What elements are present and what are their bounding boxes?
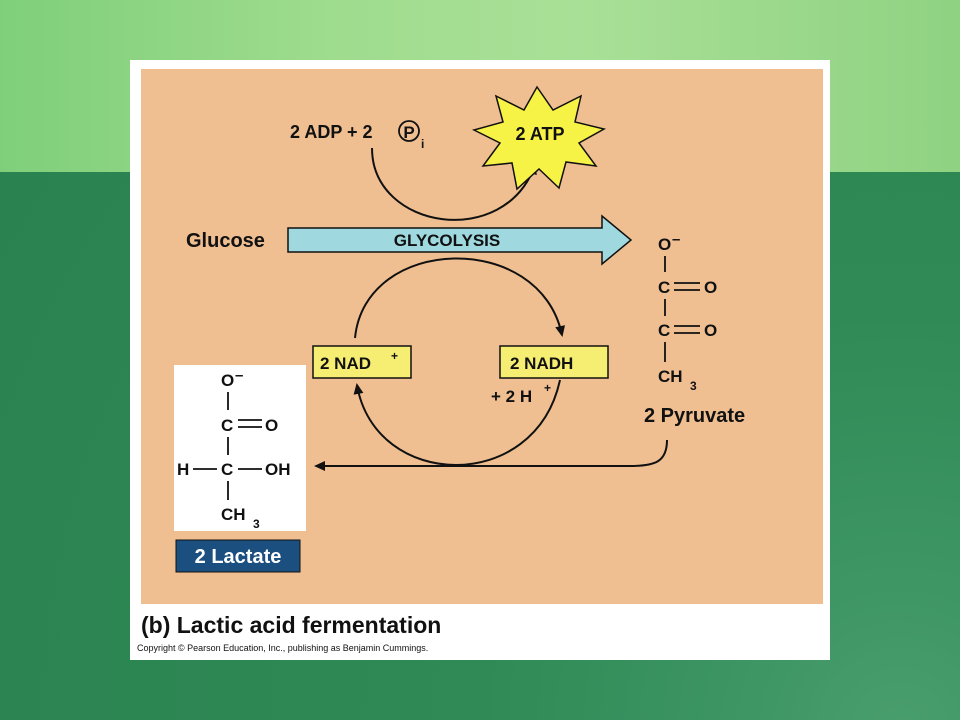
phosphate-circle-icon [398,120,420,142]
glucose-label: Glucose [186,230,265,252]
pyruvate-ch3-subscript: 3 [690,379,697,393]
pyruvate-c2-o: O [704,321,717,340]
atp-label: 2 ATP [515,124,564,144]
nad-label: 2 NAD [320,354,371,373]
lactate-ch3: CH [221,505,246,524]
glycolysis-arrow [287,214,633,266]
pyruvate-structure: O – C O C O CH 3 [658,231,717,393]
pyruvate-ch3: CH [658,367,683,386]
pyruvate-c1-o: O [704,278,717,297]
pyruvate-label: 2 Pyruvate [644,405,745,427]
lactate-c1: C [221,416,233,435]
lactate-structure-box [174,365,306,531]
lactate-o-minus: O [221,371,234,390]
lactate-c1-o: O [265,416,278,435]
nad-box [312,345,412,379]
pyruvate-minus: – [672,231,680,248]
lactate-minus: – [235,367,243,384]
phosphate-subscript: i [421,137,424,151]
nadh-label: 2 NADH [510,354,573,373]
pyruvate-c2: C [658,321,670,340]
nad-to-nadh-arrow [354,257,566,339]
lactate-oh: OH [265,460,291,479]
lactate-h: H [177,460,189,479]
glycolysis-label: GLYCOLYSIS [394,231,500,250]
pyruvate-c1: C [658,278,670,297]
h-plus-superscript: + [544,381,551,395]
h-plus-label: + 2 H [491,387,532,406]
pyruvate-to-lactate-arrow [314,439,668,471]
lactate-label-box [175,539,301,573]
adp-to-atp-arrow [371,147,537,221]
nad-superscript: + [391,349,398,363]
figure-caption: (b) Lactic acid fermentation [141,612,442,638]
lactate-label: 2 Lactate [195,546,282,568]
pyruvate-o-minus: O [658,235,671,254]
lactate-ch3-subscript: 3 [253,517,260,531]
lactate-c2: C [221,460,233,479]
nadh-box [499,345,609,379]
lactate-structure: O – C O H C OH CH 3 [177,367,291,531]
adp-label: 2 ADP + 2 [290,122,373,142]
atp-starburst [471,85,607,191]
phosphate-label: P [403,123,414,142]
copyright-notice: Copyright © Pearson Education, Inc., pub… [137,643,429,653]
